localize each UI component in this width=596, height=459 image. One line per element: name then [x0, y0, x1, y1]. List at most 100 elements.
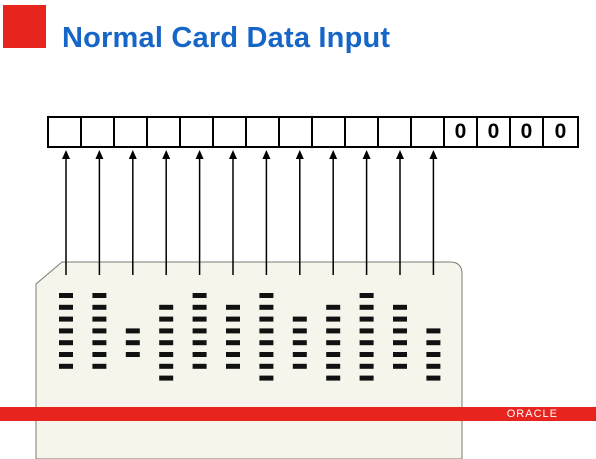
punched-hole — [326, 363, 341, 369]
punched-hole — [226, 340, 240, 346]
punched-hole — [326, 304, 341, 310]
punched-hole — [259, 304, 274, 310]
punched-hole — [125, 340, 140, 346]
punched-hole — [426, 352, 441, 357]
punched-hole — [259, 375, 274, 381]
punched-hole — [159, 304, 174, 310]
punched-hole — [326, 316, 341, 322]
register-cell: 0 — [554, 120, 567, 143]
register-cell — [247, 118, 280, 146]
punched-hole — [393, 363, 407, 369]
punched-hole — [259, 316, 274, 322]
punched-hole — [92, 328, 107, 334]
register-cell — [49, 118, 82, 146]
register-cell — [412, 118, 445, 146]
slide-title: Normal Card Data Input — [62, 22, 391, 54]
register-cell — [379, 118, 412, 146]
oracle-logo: ORACLE — [506, 408, 558, 420]
register-cell — [280, 118, 313, 146]
register-cell — [82, 118, 115, 146]
punched-hole — [359, 340, 374, 346]
punched-hole — [426, 363, 441, 369]
punched-hole — [359, 363, 374, 369]
punched-hole — [259, 352, 274, 357]
register-cell — [346, 118, 379, 146]
punched-hole — [359, 375, 374, 381]
punched-hole — [59, 352, 73, 357]
punched-hole — [326, 352, 341, 357]
punched-hole — [259, 340, 274, 346]
arrow-head — [429, 150, 438, 159]
punched-hole — [226, 316, 240, 322]
arrow-head — [396, 150, 404, 159]
punched-hole — [259, 293, 274, 298]
register-cell: 0 — [478, 118, 511, 146]
punched-hole — [125, 352, 140, 357]
punched-hole — [326, 375, 341, 381]
punched-hole — [159, 352, 174, 357]
punched-hole — [359, 328, 374, 334]
arrows-group — [62, 150, 438, 275]
punched-hole — [159, 340, 174, 346]
arrow-head — [362, 150, 371, 159]
punched-hole — [226, 304, 240, 310]
punched-hole — [92, 363, 107, 369]
arrow-head — [229, 150, 237, 159]
punched-hole — [192, 340, 207, 346]
punched-hole — [59, 316, 73, 322]
arrow-head — [62, 150, 70, 159]
punched-hole — [393, 316, 407, 322]
punched-hole — [393, 352, 407, 357]
register-cell — [214, 118, 247, 146]
arrow-head — [295, 150, 304, 159]
punched-hole — [393, 304, 407, 310]
register-cell: 0 — [445, 118, 478, 146]
punched-hole — [192, 352, 207, 357]
punched-hole — [59, 363, 73, 369]
punched-hole — [92, 316, 107, 322]
punched-hole — [426, 375, 441, 381]
punched-hole — [192, 363, 207, 369]
punched-hole — [92, 304, 107, 310]
arrow-head — [329, 150, 338, 159]
punched-hole — [192, 293, 207, 298]
arrow-head — [95, 150, 104, 159]
punched-hole — [92, 293, 107, 298]
punched-hole — [192, 316, 207, 322]
holes-group — [59, 293, 441, 381]
punched-hole — [292, 316, 307, 322]
punched-hole — [159, 316, 174, 322]
punched-hole — [426, 340, 441, 346]
punched-hole — [192, 304, 207, 310]
punched-hole — [292, 352, 307, 357]
punched-hole — [259, 328, 274, 334]
punched-hole — [226, 352, 240, 357]
punched-hole — [159, 363, 174, 369]
punched-hole — [359, 304, 374, 310]
punched-hole — [92, 352, 107, 357]
register-cell — [181, 118, 214, 146]
register-cell — [313, 118, 346, 146]
punched-hole — [292, 328, 307, 334]
punched-hole — [92, 340, 107, 346]
punched-hole — [59, 340, 73, 346]
punched-hole — [159, 375, 174, 381]
punched-hole — [226, 328, 240, 334]
punched-hole — [393, 328, 407, 334]
punch-card — [35, 261, 463, 459]
punched-hole — [326, 340, 341, 346]
punched-hole — [59, 328, 73, 334]
register-cell: 0 — [511, 118, 544, 146]
arrow-head — [128, 150, 137, 159]
register-cell — [148, 118, 181, 146]
punched-hole — [359, 352, 374, 357]
punched-hole — [393, 340, 407, 346]
punched-hole — [226, 363, 240, 369]
register-cell — [115, 118, 148, 146]
punched-hole — [359, 293, 374, 298]
arrow-head — [262, 150, 271, 159]
punched-hole — [292, 363, 307, 369]
